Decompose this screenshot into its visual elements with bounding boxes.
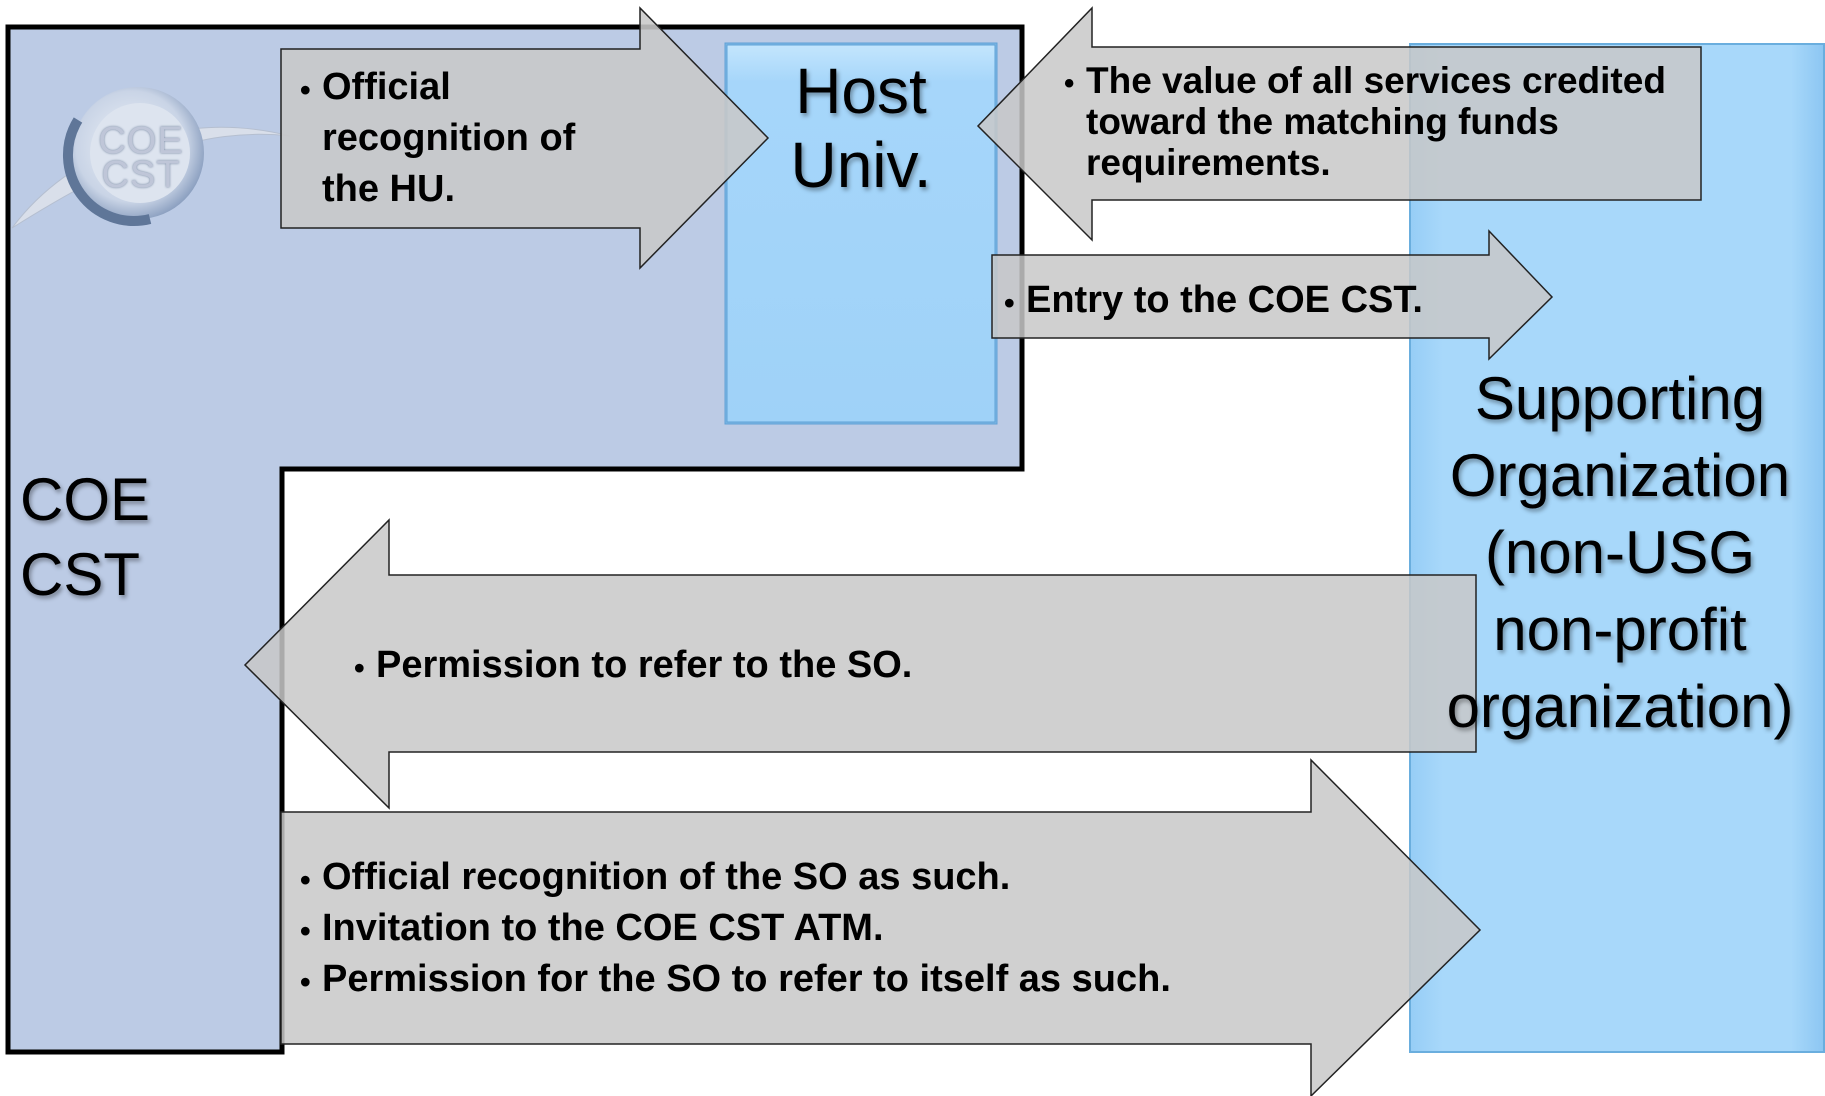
arrow-coe-to-host-text: Official recognition of the HU. xyxy=(300,62,640,215)
so-line2: Organization xyxy=(1449,442,1791,509)
arrow-coe-to-so-bullet-1: Official recognition of the SO as such. xyxy=(300,852,1340,906)
arrow-so-to-host-text: The value of all services credited towar… xyxy=(1064,60,1704,183)
arrow-host-to-so-text: Entry to the COE CST. xyxy=(1004,275,1484,328)
host-univ-line1: Host xyxy=(795,55,927,127)
arrow-host-to-so-bullet: Entry to the COE CST. xyxy=(1004,275,1484,328)
supporting-org-box xyxy=(1409,43,1825,1053)
logo-text: COE CST xyxy=(96,120,186,196)
host-univ-line2: Univ. xyxy=(790,129,932,202)
arrow-so-to-coe-bullet: Permission to refer to the SO. xyxy=(354,638,1254,695)
coe-cst-logo xyxy=(11,87,291,229)
supporting-org-label: Supporting Organization (non-USG non-pro… xyxy=(1420,360,1820,745)
coe-cst-label: COE CST xyxy=(20,462,150,612)
arrow-coe-to-so-bullet-2: Invitation to the COE CST ATM. xyxy=(300,903,1340,957)
arrow-so-to-host-bullet: The value of all services credited towar… xyxy=(1064,60,1704,183)
so-line4: non-profit xyxy=(1493,596,1747,663)
arrow-coe-to-so-bullet-3: Permission for the SO to refer to itself… xyxy=(300,954,1340,1008)
arrow-coe-to-so-text: Official recognition of the SO as such. … xyxy=(300,852,1340,1008)
so-line5: organization) xyxy=(1446,673,1794,740)
logo-line2: CST xyxy=(101,154,181,196)
coe-cst-line2: CST xyxy=(20,541,140,608)
so-line3: (non-USG xyxy=(1484,519,1756,586)
logo-line1: COE xyxy=(98,120,184,162)
host-univ-label: Host Univ. xyxy=(726,54,996,202)
coe-cst-line1: COE xyxy=(20,466,151,533)
so-line1: Supporting xyxy=(1474,365,1766,432)
arrow-coe-to-host-bullet: Official recognition of the HU. xyxy=(300,62,640,215)
arrow-so-to-coe-text: Permission to refer to the SO. xyxy=(354,638,1254,695)
